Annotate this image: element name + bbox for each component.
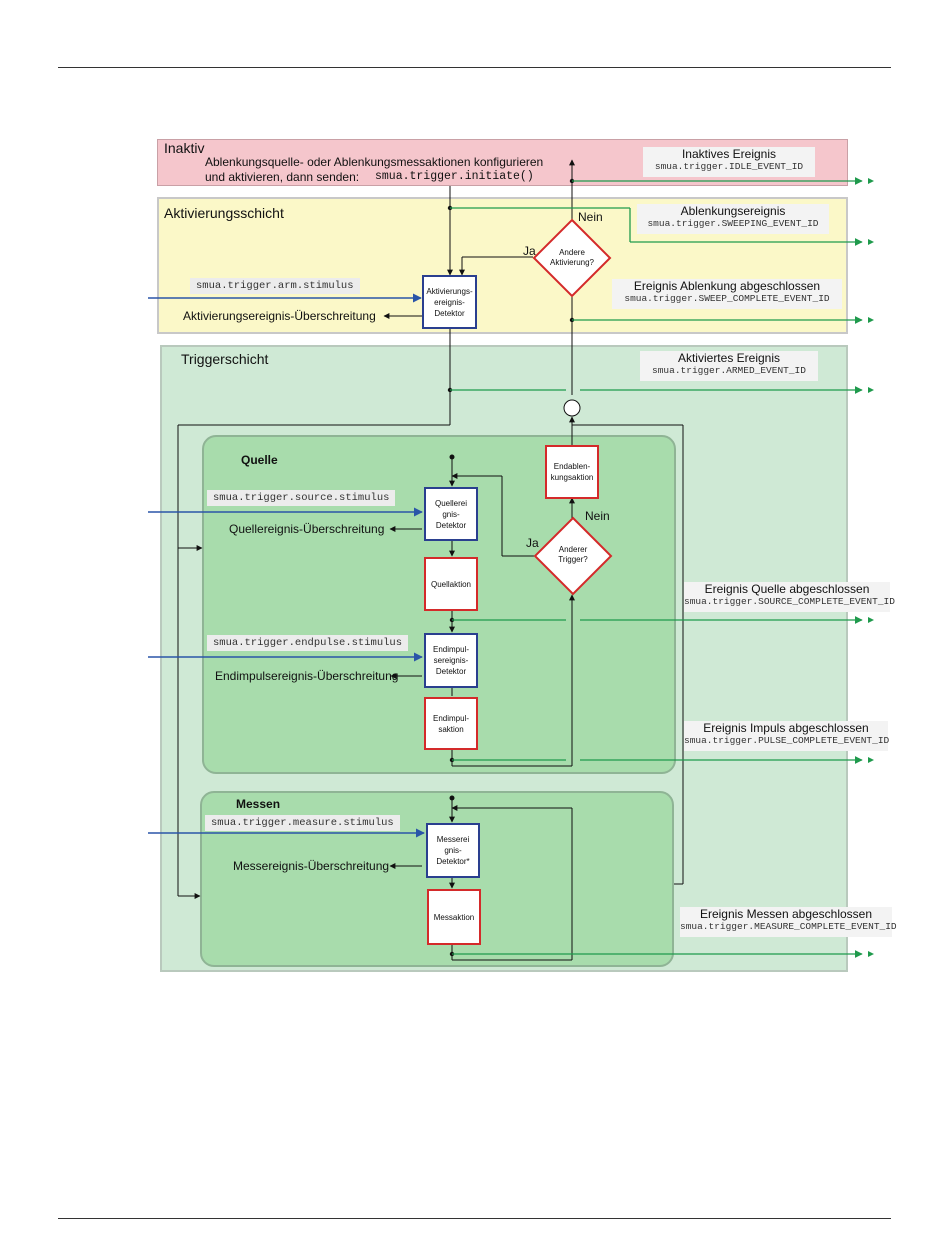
source-complete-event-id: smua.trigger.SOURCE_COMPLETE_EVENT_ID bbox=[684, 596, 895, 607]
endpulse-stimulus: smua.trigger.endpulse.stimulus bbox=[207, 635, 409, 651]
sweep-complete-event-id: smua.trigger.SWEEP_COMPLETE_EVENT_ID bbox=[624, 293, 830, 304]
endpulse-overrun: Endimpulsereignis-Überschreitung bbox=[215, 669, 399, 683]
idle-layer-title: Inaktiv bbox=[164, 140, 205, 156]
endpulse-event-detector: Endimpul- sereignis- Detektor bbox=[424, 633, 478, 688]
other-trigger-yes: Ja bbox=[526, 536, 539, 550]
other-trigger-no: Nein bbox=[585, 509, 610, 523]
source-stimulus: smua.trigger.source.stimulus bbox=[207, 490, 396, 506]
other-arm-yes: Ja bbox=[523, 244, 536, 258]
arm-layer-title: Aktivierungsschicht bbox=[164, 205, 284, 221]
sweeping-event-label: Ablenkungsereignis smua.trigger.SWEEPING… bbox=[637, 204, 829, 234]
source-group-title: Quelle bbox=[241, 453, 278, 467]
trigger-layer-title: Triggerschicht bbox=[181, 351, 269, 367]
bottom-rule bbox=[58, 1218, 891, 1219]
arm-stimulus: smua.trigger.arm.stimulus bbox=[190, 278, 360, 294]
measure-event-detector: Messerei gnis- Detektor* bbox=[426, 823, 480, 878]
idle-description-2: und aktivieren, dann senden: bbox=[205, 170, 360, 184]
other-trigger-decision: Anderer Trigger? bbox=[558, 545, 588, 564]
measure-stimulus: smua.trigger.measure.stimulus bbox=[205, 815, 400, 831]
sweep-complete-event-label: Ereignis Ablenkung abgeschlossen smua.tr… bbox=[612, 279, 842, 309]
idle-description: Ablenkungsquelle- oder Ablenkungsmessakt… bbox=[205, 155, 544, 169]
idle-event-label: Inaktives Ereignis smua.trigger.IDLE_EVE… bbox=[643, 147, 815, 177]
armed-event-id: smua.trigger.ARMED_EVENT_ID bbox=[652, 365, 806, 376]
arm-event-detector: Aktivierungs- ereignis- Detektor bbox=[422, 275, 477, 329]
source-complete-event-label: Ereignis Quelle abgeschlossen smua.trigg… bbox=[684, 582, 895, 612]
other-arm-no: Nein bbox=[578, 210, 603, 224]
endpulse-action: Endimpul- saktion bbox=[424, 697, 478, 750]
arm-overrun: Aktivierungsereignis-Überschreitung bbox=[183, 309, 376, 323]
source-overrun: Quellereignis-Überschreitung bbox=[229, 522, 385, 536]
end-sweep-action: Endablen- kungsaktion bbox=[545, 445, 599, 499]
initiate-command: smua.trigger.initiate() bbox=[375, 170, 534, 183]
measure-complete-event-name: Ereignis Messen abgeschlossen bbox=[699, 907, 873, 921]
pulse-complete-event-label: Ereignis Impuls abgeschlossen smua.trigg… bbox=[684, 721, 890, 751]
measure-complete-event-id: smua.trigger.MEASURE_COMPLETE_EVENT_ID bbox=[680, 921, 897, 932]
sweep-complete-event-name: Ereignis Ablenkung abgeschlossen bbox=[633, 279, 821, 293]
armed-event-label: Aktiviertes Ereignis smua.trigger.ARMED_… bbox=[640, 351, 818, 381]
top-rule bbox=[58, 67, 891, 68]
measure-group-title: Messen bbox=[236, 797, 281, 811]
measure-action: Messaktion bbox=[427, 889, 481, 945]
source-action: Quellaktion bbox=[424, 557, 478, 611]
measure-overrun: Messereignis-Überschreitung bbox=[233, 859, 390, 873]
sweeping-event-name: Ablenkungsereignis bbox=[680, 204, 786, 218]
idle-event-name: Inaktives Ereignis bbox=[681, 147, 777, 161]
pulse-complete-event-name: Ereignis Impuls abgeschlossen bbox=[703, 721, 869, 735]
source-event-detector: Quellerei gnis- Detektor bbox=[424, 487, 478, 541]
sweeping-event-id: smua.trigger.SWEEPING_EVENT_ID bbox=[647, 218, 819, 229]
source-complete-event-name: Ereignis Quelle abgeschlossen bbox=[704, 582, 870, 596]
other-arm-decision: Andere Aktivierung? bbox=[549, 248, 595, 267]
armed-event-name: Aktiviertes Ereignis bbox=[677, 351, 781, 365]
pulse-complete-event-id: smua.trigger.PULSE_COMPLETE_EVENT_ID bbox=[684, 735, 890, 746]
idle-event-id: smua.trigger.IDLE_EVENT_ID bbox=[654, 161, 804, 172]
measure-complete-event-label: Ereignis Messen abgeschlossen smua.trigg… bbox=[680, 907, 897, 937]
